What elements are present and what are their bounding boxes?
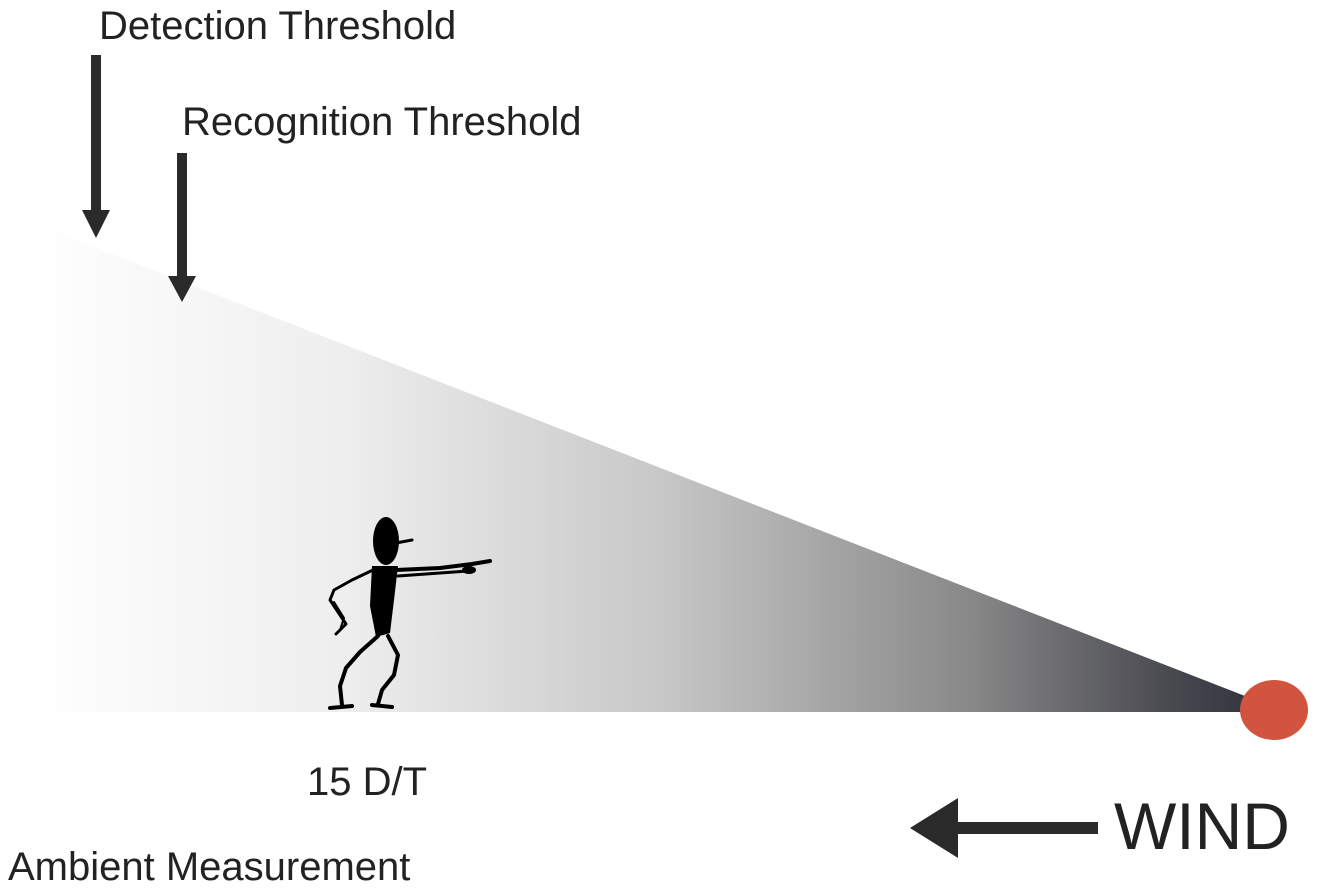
person-pointing-icon	[328, 517, 492, 710]
dilution-marker-label: 15 D/T	[307, 760, 428, 804]
detection-threshold-label: Detection Threshold	[99, 4, 457, 48]
ambient-measurement-label: Ambient Measurement	[8, 845, 411, 889]
recognition-threshold-label: Recognition Threshold	[182, 100, 582, 144]
wind-arrow	[910, 798, 1098, 858]
recognition-threshold-arrow	[168, 153, 196, 302]
detection-threshold-arrow	[82, 55, 110, 238]
odor-plume	[30, 222, 1286, 712]
odor-source-icon	[1240, 680, 1308, 740]
wind-label: WIND	[1114, 789, 1290, 863]
